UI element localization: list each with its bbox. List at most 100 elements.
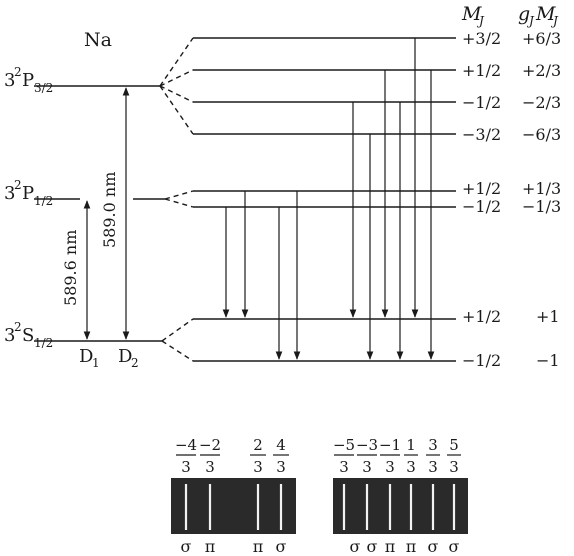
svg-text:π: π xyxy=(253,537,264,556)
svg-text:π: π xyxy=(205,537,216,556)
splitting-connectors-3p32 xyxy=(159,37,194,135)
svg-text:−2/3: −2/3 xyxy=(522,93,561,112)
svg-text:3: 3 xyxy=(362,458,372,476)
svg-text:−1: −1 xyxy=(536,351,560,370)
d2-polarization-labels: σ σ π π σ σ xyxy=(350,537,460,556)
term-3p12: 3 2 P 1/2 xyxy=(4,178,53,208)
svg-text:S: S xyxy=(22,325,34,346)
fraction: 3 3 xyxy=(426,436,440,476)
svg-text:D: D xyxy=(118,346,132,367)
fraction: −2 3 xyxy=(199,436,221,476)
svg-text:P: P xyxy=(22,70,34,91)
svg-text:J: J xyxy=(550,14,559,28)
fraction: −4 3 xyxy=(175,436,197,476)
svg-text:−1/2: −1/2 xyxy=(462,93,501,112)
fraction: 1 3 xyxy=(404,436,418,476)
svg-text:3: 3 xyxy=(4,183,15,204)
svg-text:3: 3 xyxy=(181,458,191,476)
fraction: −1 3 xyxy=(379,436,401,476)
term-3p32: 3 2 P 3/2 xyxy=(4,65,53,95)
svg-text:3: 3 xyxy=(205,458,215,476)
svg-text:−6/3: −6/3 xyxy=(522,125,561,144)
svg-text:2: 2 xyxy=(253,436,263,454)
svg-text:σ: σ xyxy=(367,537,378,556)
svg-text:J: J xyxy=(476,14,485,28)
element-label: Na xyxy=(84,29,112,51)
svg-text:3: 3 xyxy=(276,458,286,476)
svg-text:σ: σ xyxy=(350,537,361,556)
fraction: −3 3 xyxy=(356,436,378,476)
svg-text:3: 3 xyxy=(428,458,438,476)
svg-text:2: 2 xyxy=(14,320,22,334)
svg-text:4: 4 xyxy=(276,436,286,454)
svg-text:3/2: 3/2 xyxy=(34,81,53,95)
gjmj-column-header: g J M J xyxy=(518,3,559,28)
d1-spectrum-plate xyxy=(171,478,296,534)
svg-text:2: 2 xyxy=(14,65,22,79)
svg-text:g: g xyxy=(518,3,530,25)
svg-text:1/2: 1/2 xyxy=(34,336,53,350)
zeeman-sublevels xyxy=(193,37,456,362)
d1-spectrum-fractions: −4 3 −2 3 2 3 4 3 xyxy=(175,436,289,476)
svg-text:3: 3 xyxy=(385,458,395,476)
gjmj-labels: +6/3 +2/3 −2/3 −6/3 +1/3 −1/3 +1 −1 xyxy=(522,29,561,370)
svg-text:+1/2: +1/2 xyxy=(462,61,501,80)
svg-text:−1: −1 xyxy=(379,436,401,454)
svg-text:−5: −5 xyxy=(333,436,355,454)
svg-text:1/2: 1/2 xyxy=(34,194,53,208)
svg-text:2: 2 xyxy=(14,178,22,192)
svg-text:σ: σ xyxy=(276,537,287,556)
d1-wavelength-label: 589.6 nm xyxy=(61,230,80,306)
d2-line-label: D 2 xyxy=(118,346,139,370)
svg-text:D: D xyxy=(79,346,93,367)
svg-text:3: 3 xyxy=(428,436,438,454)
d1-polarization-labels: σ π π σ xyxy=(181,537,287,556)
svg-text:σ: σ xyxy=(428,537,439,556)
svg-text:−2: −2 xyxy=(199,436,221,454)
svg-text:3: 3 xyxy=(449,458,459,476)
svg-text:+1/3: +1/3 xyxy=(522,179,561,198)
svg-text:3: 3 xyxy=(4,325,15,346)
fraction: 4 3 xyxy=(273,436,289,476)
d2-transitions xyxy=(349,38,435,360)
svg-text:π: π xyxy=(385,537,396,556)
svg-text:+1: +1 xyxy=(536,307,560,326)
svg-text:M: M xyxy=(461,3,482,25)
d1-transitions xyxy=(222,191,301,360)
svg-text:P: P xyxy=(22,183,34,204)
svg-text:+1/2: +1/2 xyxy=(462,307,501,326)
svg-text:+1/2: +1/2 xyxy=(462,179,501,198)
d2-wavelength-label: 589.0 nm xyxy=(100,172,119,248)
svg-text:−4: −4 xyxy=(175,436,197,454)
mj-labels: +3/2 +1/2 −1/2 −3/2 +1/2 −1/2 +1/2 −1/2 xyxy=(462,29,501,370)
svg-text:−3/2: −3/2 xyxy=(462,125,501,144)
svg-text:3: 3 xyxy=(4,70,15,91)
d2-spectrum-plate xyxy=(333,478,468,534)
svg-text:2: 2 xyxy=(131,356,139,370)
svg-text:M: M xyxy=(535,3,556,25)
svg-text:σ: σ xyxy=(449,537,460,556)
svg-text:1: 1 xyxy=(92,356,100,370)
splitting-connectors-3s12 xyxy=(161,318,194,362)
term-3s12: 3 2 S 1/2 xyxy=(4,320,53,350)
svg-text:1: 1 xyxy=(406,436,416,454)
svg-text:−1/3: −1/3 xyxy=(522,197,561,216)
svg-text:+2/3: +2/3 xyxy=(522,61,561,80)
fraction: 2 3 xyxy=(250,436,266,476)
svg-text:π: π xyxy=(406,537,417,556)
svg-text:−3: −3 xyxy=(356,436,378,454)
d2-spectrum-fractions: −5 3 −3 3 −1 3 1 3 3 3 5 3 xyxy=(333,436,461,476)
svg-text:5: 5 xyxy=(449,436,459,454)
mj-column-header: M J xyxy=(461,3,485,28)
svg-text:3: 3 xyxy=(406,458,416,476)
svg-text:σ: σ xyxy=(181,537,192,556)
svg-text:+3/2: +3/2 xyxy=(462,29,501,48)
fraction: −5 3 xyxy=(333,436,355,476)
svg-text:−1/2: −1/2 xyxy=(462,351,501,370)
svg-text:+6/3: +6/3 xyxy=(522,29,561,48)
splitting-connectors-3p12 xyxy=(164,190,194,208)
fraction: 5 3 xyxy=(447,436,461,476)
d1-line-label: D 1 xyxy=(79,346,100,370)
